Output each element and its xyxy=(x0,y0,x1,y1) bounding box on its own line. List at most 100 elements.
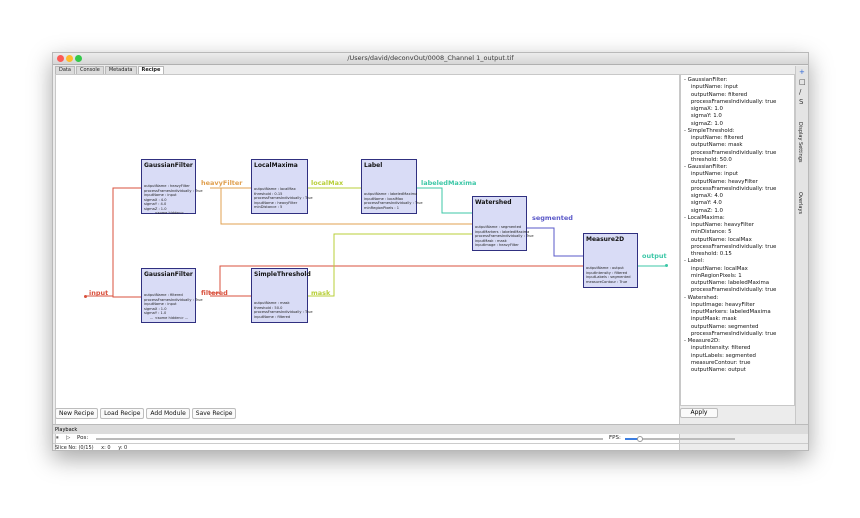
tab-data[interactable]: Data xyxy=(55,66,75,74)
recipe-line: sigmaX: 1.0 xyxy=(684,106,723,112)
recipe-line: - Measure2D: xyxy=(684,338,720,344)
node-prop: processFramesIndividually : True xyxy=(254,310,313,314)
node-prop: inputName : filtered xyxy=(254,314,291,319)
node-gaussianfilter-heavy[interactable]: GaussianFilter outputName : heavyFilter … xyxy=(141,159,203,215)
recipe-line: sigmaX: 4.0 xyxy=(684,193,723,199)
tab-metadata[interactable]: Metadata xyxy=(104,66,137,74)
node-title: Measure2D xyxy=(586,236,625,243)
slash-icon[interactable]: / xyxy=(799,88,802,96)
node-measure2d[interactable]: Measure2D outputName : output inputInten… xyxy=(583,233,638,288)
node-localmaxima[interactable]: LocalMaxima outputName : localMax thresh… xyxy=(251,159,313,214)
node-simplethreshold[interactable]: SimpleThreshold outputName : mask thresh… xyxy=(251,268,313,323)
playback-label: Playback xyxy=(55,427,78,433)
node-prop: sigmaY : 4.0 xyxy=(144,202,167,206)
recipe-line: processFramesIndividually: true xyxy=(684,185,777,192)
status-bar: Slice No: (0/15) x: 0 y: 0 xyxy=(53,443,808,451)
node-prop: sigmaZ : 1.0 xyxy=(144,206,167,211)
recipe-line: outputName: mask xyxy=(684,142,743,149)
recipe-line: sigmaY: 4.0 xyxy=(684,200,722,207)
recipe-line: outputName: filtered xyxy=(684,91,748,98)
recipe-line: outputName: heavyFilter xyxy=(684,178,758,185)
recipe-line: inputName: input xyxy=(684,171,739,178)
node-prop: inputIntensity : filtered xyxy=(586,270,628,275)
recipe-line: processFramesIndividually: true xyxy=(684,243,777,250)
wire-label-heavyfilter: heavyFilter xyxy=(201,179,243,187)
node-prop: processFramesIndividually : True xyxy=(144,297,203,302)
app-window: /Users/david/deconvOut/0008_Channel 1_ou… xyxy=(52,52,809,451)
save-recipe-button[interactable]: Save Recipe xyxy=(191,408,237,419)
recipe-line: sigmaZ: 1.0 xyxy=(684,207,723,214)
node-prop: ... <some hidden> ... xyxy=(150,211,189,215)
load-recipe-button[interactable]: Load Recipe xyxy=(100,408,145,419)
new-recipe-button[interactable]: New Recipe xyxy=(55,408,99,419)
node-prop: outputName : localMax xyxy=(254,187,296,191)
add-module-button[interactable]: Add Module xyxy=(146,408,190,419)
position-slider[interactable] xyxy=(96,438,603,440)
tab-console[interactable]: Console xyxy=(75,66,104,74)
node-prop: inputImage : heavyFilter xyxy=(475,243,519,247)
node-prop: inputName : heavyFilter xyxy=(254,200,298,205)
recipe-line: inputIntensity: filtered xyxy=(684,345,751,352)
recipe-line: - GaussianFilter: xyxy=(684,77,728,83)
zoom-button[interactable] xyxy=(75,55,82,62)
pause-icon[interactable]: ⏸ xyxy=(56,435,59,441)
minimize-button[interactable] xyxy=(66,55,73,62)
recipe-line: inputMask: mask xyxy=(684,316,737,323)
recipe-button-row: New Recipe Load Recipe Add Module Save R… xyxy=(55,408,238,419)
wire-labeledmaxima xyxy=(417,187,472,214)
square-icon[interactable]: □ xyxy=(799,78,806,86)
recipe-line: - GaussianFilter: xyxy=(684,164,728,170)
node-prop: measureContour : True xyxy=(586,279,628,284)
wire-label-localmax: localMax xyxy=(311,179,344,187)
node-prop: ... <some hidden> ... xyxy=(150,315,189,320)
node-prop: outputName : filtered xyxy=(144,293,183,297)
recipe-text-panel[interactable]: - GaussianFilter: inputName: input outpu… xyxy=(680,74,795,406)
wire-label-filtered: filtered xyxy=(201,289,228,297)
wires xyxy=(85,187,666,298)
tab-bar: Data Console Metadata Recipe xyxy=(55,66,165,74)
fps-slider[interactable] xyxy=(625,436,735,442)
recipe-line: minDistance: 5 xyxy=(684,229,732,236)
play-icon[interactable]: ▷ xyxy=(66,435,71,441)
recipe-canvas[interactable]: input filtered heavyFilter localMax mask… xyxy=(55,74,680,450)
node-label[interactable]: Label outputName : labeledMaxima inputNa… xyxy=(361,159,423,214)
close-button[interactable] xyxy=(57,55,64,62)
wire-mask xyxy=(308,233,472,297)
node-title: GaussianFilter xyxy=(144,271,193,278)
node-prop: sigmaX : 1.0 xyxy=(144,306,167,311)
node-title: LocalMaxima xyxy=(254,162,298,169)
wire-heavyfilter-ws xyxy=(220,188,472,225)
node-prop: sigmaY : 1.0 xyxy=(144,311,167,315)
recipe-line: sigmaY: 1.0 xyxy=(684,113,722,120)
node-title: SimpleThreshold xyxy=(254,271,311,278)
apply-button[interactable]: Apply xyxy=(680,408,718,418)
node-title: Label xyxy=(364,162,383,169)
node-prop: outputName : output xyxy=(586,266,624,270)
node-watershed[interactable]: Watershed outputName : segmented inputMa… xyxy=(472,196,534,251)
node-prop: sigmaX : 4.0 xyxy=(144,197,167,202)
node-prop: outputName : heavyFilter xyxy=(144,184,190,188)
overlays-tab[interactable]: Overlays xyxy=(797,192,803,215)
display-settings-tab[interactable]: Display Settings xyxy=(797,122,803,163)
recipe-line: inputName: input xyxy=(684,84,739,91)
recipe-line: outputName: output xyxy=(684,367,746,373)
node-title: Watershed xyxy=(475,199,512,206)
wire-filtered-measure xyxy=(210,265,583,294)
recipe-line: sigmaZ: 1.0 xyxy=(684,120,723,127)
wire-input-up xyxy=(112,187,141,296)
tab-recipe[interactable]: Recipe xyxy=(137,66,165,74)
input-port[interactable] xyxy=(84,295,87,298)
recipe-line: outputName: labeledMaxima xyxy=(684,280,770,286)
output-port[interactable] xyxy=(665,264,668,267)
node-prop: processFramesIndividually : True xyxy=(364,201,423,205)
fps-slider-handle[interactable] xyxy=(637,436,643,442)
s-curve-icon[interactable]: S xyxy=(799,98,804,106)
x-coordinate: x: 0 xyxy=(101,445,111,451)
recipe-line: processFramesIndividually: true xyxy=(684,98,777,105)
recipe-line: inputName: filtered xyxy=(684,135,744,141)
node-prop: minRegionPixels : 1 xyxy=(364,205,400,210)
wire-label-labeledmaxima: labeledMaxima xyxy=(421,179,477,187)
plus-icon[interactable]: + xyxy=(799,68,805,76)
node-gaussianfilter-filtered[interactable]: GaussianFilter outputName : filtered pro… xyxy=(141,268,203,323)
pos-label: Pos: xyxy=(77,435,89,441)
